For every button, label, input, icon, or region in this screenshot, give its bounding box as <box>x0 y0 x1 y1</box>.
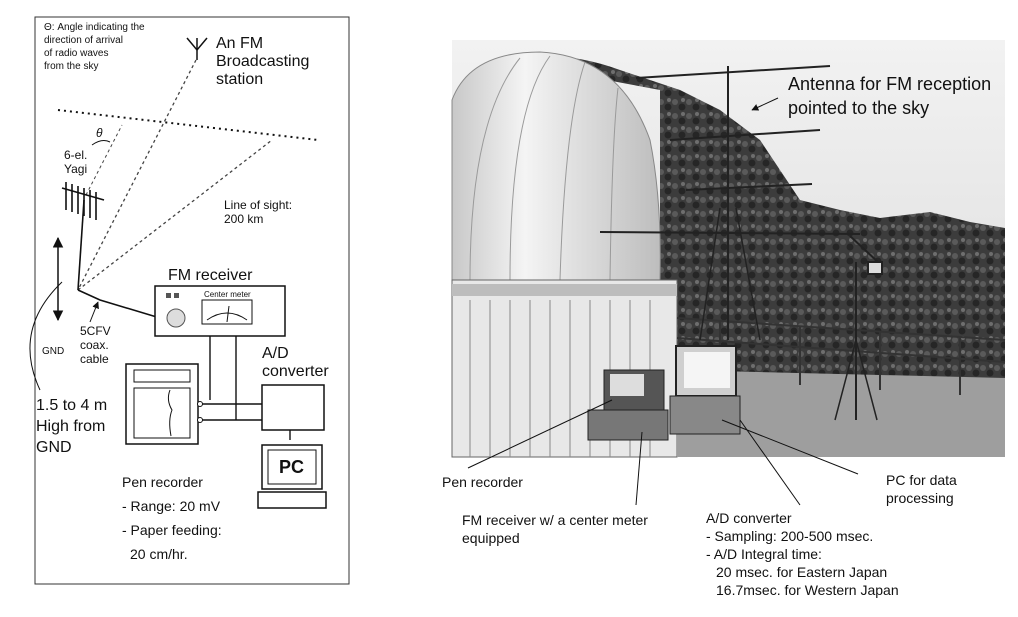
photo-fm-receiver-line1: FM receiver w/ a center meter <box>462 512 648 528</box>
forest-background <box>500 55 1005 380</box>
photo-callout-lines <box>467 97 859 506</box>
photo-fm-receiver <box>587 409 669 441</box>
theta-note-line4: from the sky <box>44 61 99 72</box>
photo-ad-integral: - A/D Integral time: <box>706 546 822 562</box>
photo-pc-label-line1: PC for data <box>886 472 957 488</box>
pen-recorder-box <box>125 363 203 445</box>
gnd-label: GND <box>42 346 65 357</box>
pen-recorder-title: Pen recorder <box>122 474 203 490</box>
observatory-photo <box>451 40 1006 506</box>
photo-ad-converter <box>669 395 741 435</box>
height-note-line3: GND <box>36 439 72 456</box>
photo-ad-sampling: - Sampling: 200-500 msec. <box>706 528 874 544</box>
photo-ad-western: 16.7msec. for Western Japan <box>716 582 899 598</box>
photo-equipment <box>587 345 741 441</box>
theta-note-line1: Θ: Angle indicating the <box>44 22 145 33</box>
antenna-label-line2: pointed to the sky <box>788 98 930 118</box>
theta-note-line3: of radio waves <box>44 48 109 59</box>
sky-dotted-line <box>57 109 319 141</box>
yagi-label-line1: 6-el. <box>64 148 88 162</box>
direct-ray-dotted <box>77 59 197 291</box>
fm-receiver-label: FM receiver <box>168 267 253 284</box>
theta-note-line2: direction of arrival <box>44 35 123 46</box>
antenna-mast <box>599 65 883 421</box>
broadcast-antenna-icon <box>186 37 208 60</box>
pen-recorder-range: - Range: 20 mV <box>122 498 221 514</box>
fm-station-line3: station <box>216 71 264 88</box>
theta-symbol: θ <box>96 126 103 140</box>
line-of-sight-line1: Line of sight: <box>224 198 293 212</box>
ad-converter-box <box>261 384 325 431</box>
pen-recorder-feeding-value: 20 cm/hr. <box>130 546 188 562</box>
speaker-icon <box>166 308 186 328</box>
photo-ad-eastern: 20 msec. for Eastern Japan <box>716 564 888 580</box>
photo-ad-converter-title: A/D converter <box>706 510 792 526</box>
ad-converter-line2: converter <box>262 363 329 380</box>
theta-arc <box>91 140 111 146</box>
antenna-label-line1: Antenna for FM reception <box>788 74 992 94</box>
pen-recorder-feeding: - Paper feeding: <box>122 522 222 538</box>
ad-converter-line1: A/D <box>262 345 289 362</box>
railing <box>676 317 1006 395</box>
fm-station-line2: Broadcasting <box>216 53 310 70</box>
pc-computer-icon <box>257 444 327 509</box>
line-of-sight-dotted <box>77 139 273 291</box>
photo-pen-recorder-label: Pen recorder <box>442 474 523 490</box>
cable-label-line1: 5CFV <box>80 324 111 338</box>
height-note-line2: High from <box>36 418 106 435</box>
yagi-label-line2: Yagi <box>64 162 88 176</box>
cable-label-line3: cable <box>80 352 109 366</box>
photo-pc-label-line2: processing <box>886 490 954 506</box>
signal-wires <box>200 336 291 440</box>
fm-receiver-box <box>154 285 286 337</box>
cable-label-line2: coax. <box>80 338 109 352</box>
coax-cable <box>77 289 161 319</box>
line-of-sight-line2: 200 km <box>224 212 264 226</box>
photo-fm-receiver-line2: equipped <box>462 530 520 546</box>
yagi-antenna-icon <box>61 182 105 291</box>
left-schematic <box>29 16 350 585</box>
fm-station-line1: An FM <box>216 35 264 52</box>
observatory-dome <box>451 51 661 281</box>
cable-pointer-arrow <box>89 301 99 323</box>
height-note-line1: 1.5 to 4 m <box>36 397 108 414</box>
pc-label: PC <box>279 457 305 477</box>
center-meter-label: Center meter <box>204 290 251 299</box>
rooftop-floor <box>677 370 1005 457</box>
